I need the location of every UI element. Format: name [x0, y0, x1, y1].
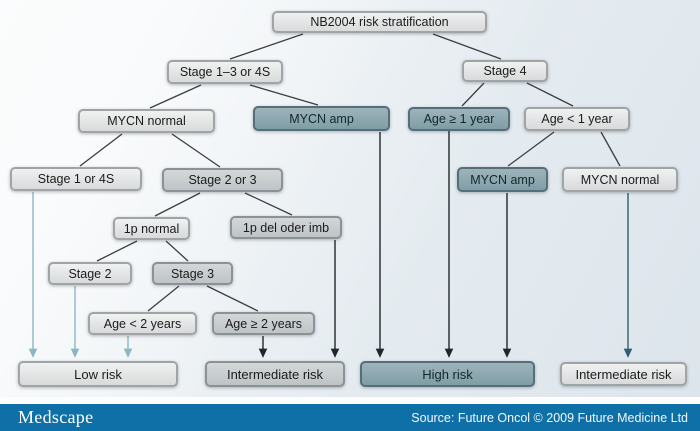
diagonal-connectors [79, 33, 621, 312]
node-age-ge-2-years: Age ≥ 2 years [212, 312, 315, 335]
node-stage-3: Stage 3 [152, 262, 233, 285]
connector-line [507, 131, 555, 167]
node-stage-1-3-or-4s: Stage 1–3 or 4S [167, 60, 283, 84]
node-intermediate-risk-right: Intermediate risk [560, 362, 687, 386]
node-mycn-amp-right: MYCN amp [457, 167, 548, 192]
background-strip [0, 397, 700, 404]
connector-line [154, 192, 201, 217]
low-risk-arrows [28, 192, 133, 358]
node-mycn-normal-left: MYCN normal [78, 109, 215, 133]
node-stage-2-or-3: Stage 2 or 3 [162, 168, 283, 192]
connector-line [461, 82, 485, 107]
node-intermediate-risk-left: Intermediate risk [205, 361, 345, 387]
node-1p-normal: 1p normal [113, 217, 190, 240]
node-age-lt-2-years: Age < 2 years [88, 312, 197, 335]
node-age-lt-1-year: Age < 1 year [524, 107, 630, 131]
source-attribution: Source: Future Oncol © 2009 Future Medic… [411, 410, 688, 425]
node-stage-4: Stage 4 [462, 60, 548, 82]
connector-line [96, 240, 138, 262]
node-stage-1-or-4s: Stage 1 or 4S [10, 167, 142, 191]
node-low-risk: Low risk [18, 361, 178, 387]
connector-line [526, 82, 574, 107]
connector-line [229, 33, 304, 60]
node-mycn-normal-right: MYCN normal [562, 167, 678, 192]
node-high-risk: High risk [360, 361, 535, 387]
dark-arrows [258, 131, 512, 358]
connector-line [249, 84, 319, 106]
connector-line [244, 192, 293, 216]
node-mycn-amp-left: MYCN amp [253, 106, 390, 131]
connector-line [600, 131, 621, 167]
node-age-ge-1-year: Age ≥ 1 year [408, 107, 510, 131]
node-stage-2: Stage 2 [48, 262, 132, 285]
connector-line [206, 285, 259, 312]
connector-line [149, 84, 202, 109]
connector-line [171, 133, 221, 168]
node-nb2004-risk-stratification: NB2004 risk stratification [272, 11, 487, 33]
medscape-logo: Medscape [18, 407, 94, 427]
node-1p-del-oder-imb: 1p del oder imb [230, 216, 342, 239]
connector-line [147, 285, 180, 312]
footer-bar: Medscape Source: Future Oncol © 2009 Fut… [0, 404, 700, 431]
connector-line [432, 33, 502, 60]
connector-line [165, 240, 189, 262]
connector-line [79, 133, 123, 167]
